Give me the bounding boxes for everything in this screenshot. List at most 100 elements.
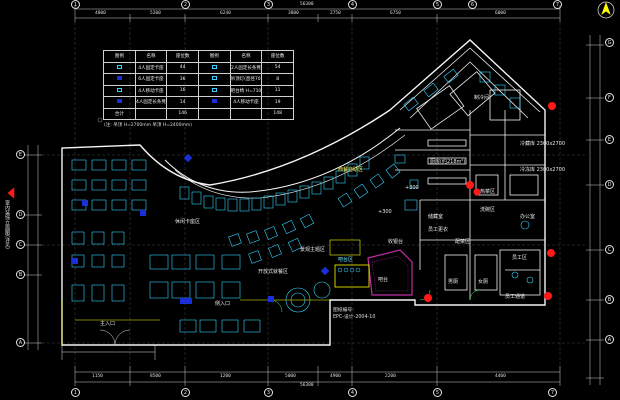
room-label: 热菜区	[480, 189, 496, 195]
bottom-overall-dimension: 56300	[300, 383, 314, 388]
top-dimension: 5200	[150, 11, 161, 16]
dimension-lines	[24, 5, 604, 386]
legend-note: (注: 吊顶 H=2700mm 吊顶 H=2400mm)	[104, 123, 192, 128]
axis-bubble: 3	[264, 0, 273, 9]
title-block: 图纸编号: EPC-设计-2004-10	[333, 307, 375, 321]
legend-cell: 吧台椅 H=710mm	[229, 84, 263, 97]
legend-cell: 148	[261, 107, 294, 120]
bar-area	[334, 249, 413, 296]
axis-bubble: B	[605, 295, 614, 304]
legend-cell: 16	[166, 84, 199, 97]
room-label: 员工更衣	[428, 227, 449, 233]
entrance-hatching	[61, 329, 156, 360]
axis-bubble: 3	[264, 388, 273, 397]
legend-row: 4人移动卡座 16 吧台椅 H=710mm 11	[103, 84, 294, 97]
axis-bubble: E	[605, 135, 614, 144]
axis-bubble: C	[16, 240, 25, 249]
title-line: 图纸编号:	[333, 308, 354, 313]
legend-header: 座位数	[261, 50, 294, 63]
legend-cell: 54	[261, 61, 294, 74]
axis-bubble: 1	[71, 388, 80, 397]
top-dimension: 3800	[288, 11, 299, 16]
legend-cell: 吊顶灯(直径70mm)	[229, 73, 263, 86]
axis-bubble: 2	[181, 0, 190, 9]
top-overall-dimension: 56300	[300, 2, 314, 7]
axis-bubble: E	[16, 150, 25, 159]
room-label: 储藏室	[428, 214, 444, 220]
axis-bubble: F	[605, 93, 614, 102]
legend-cell: 4人移动卡座	[134, 84, 168, 97]
axis-bubble: 5	[433, 388, 442, 397]
legend-cell	[197, 107, 231, 120]
legend-header-row: 图例 名称 座位数 图例 名称 座位数	[103, 50, 294, 63]
dining-tables-left	[71, 159, 261, 333]
bottom-dimension: 1200	[220, 374, 231, 379]
legend-cell: 146	[166, 107, 199, 120]
legend-cell: 4人固定长条凳	[134, 96, 168, 109]
bottom-dimension: 4900	[330, 374, 341, 379]
yellow-highlights	[61, 239, 361, 345]
zone-label: 休闲卡座区	[175, 219, 201, 225]
legend-swatch	[197, 96, 231, 109]
axis-bubble: B	[16, 270, 25, 279]
north-arrow	[597, 1, 615, 19]
legend-cell: 8	[261, 73, 294, 86]
kitchen-equipment	[394, 68, 534, 284]
room-label: 办公室	[520, 214, 536, 220]
building-outline	[61, 39, 546, 346]
legend-swatch	[103, 84, 136, 97]
legend-header: 图例	[197, 50, 231, 63]
legend-cell: 44	[166, 61, 199, 74]
room-label: 厨房(约218m²)	[430, 159, 466, 165]
axis-bubble: 4	[348, 0, 357, 9]
top-dimension: 4800	[95, 11, 106, 16]
legend-row: 6人固定卡座 36 吊顶灯(直径70mm) 8	[103, 73, 294, 86]
legend-total-row: 合计 146 148	[103, 107, 294, 120]
axis-bubble: 2	[181, 388, 190, 397]
top-dimension: 6240	[220, 11, 231, 16]
legend-cell: 19	[261, 96, 294, 109]
axis-bubble: 6	[468, 0, 477, 9]
room-label: 洗碗区	[480, 207, 496, 213]
zone-label: 开放式就餐区	[258, 269, 289, 275]
room-label: 冷藏库 2300x2700	[520, 141, 565, 147]
legend-header: 座位数	[166, 50, 199, 63]
legend-header: 名称	[229, 50, 263, 63]
legend-cell: 合计	[103, 107, 136, 120]
seating-legend-table: 图例 名称 座位数 图例 名称 座位数 4人固定卡座 44 2人固定长条凳 54…	[103, 50, 294, 120]
legend-swatch	[197, 61, 231, 74]
room-label: 男厕	[448, 279, 459, 285]
red-markers	[424, 102, 556, 302]
axis-bubble: D	[605, 180, 614, 189]
legend-cell: 11	[261, 84, 294, 97]
legend-cell: 36	[166, 73, 199, 86]
legend-cell	[134, 107, 168, 120]
bottom-dimension: 8500	[150, 374, 161, 379]
top-dimension: 6000	[495, 11, 506, 16]
blue-markers	[72, 153, 330, 304]
legend-cell	[229, 107, 263, 120]
bottom-dimension: 5000	[285, 374, 296, 379]
top-dimension: 6750	[390, 11, 401, 16]
bottom-dimension: 2200	[385, 374, 396, 379]
axis-bubble: 7	[548, 388, 557, 397]
legend-cell: 4人移动卡座	[229, 96, 263, 109]
zone-label: 吧台区	[338, 257, 354, 263]
left-side-label: 室内装饰立面图(详见)	[4, 200, 10, 249]
axis-bubble: 7	[553, 0, 562, 9]
legend-cell: 4人固定卡座	[134, 61, 168, 74]
zone-label: 吧台	[378, 277, 389, 283]
legend-swatch	[103, 61, 136, 74]
axis-bubble: A	[16, 338, 25, 347]
top-dimension: 2750	[330, 11, 341, 16]
legend-swatch	[197, 73, 231, 86]
elevation-label: +300	[405, 185, 419, 191]
kitchen-walls	[395, 47, 545, 300]
room-label: 冷冻库 2300x2700	[520, 167, 565, 173]
axis-bubble: G	[605, 38, 614, 47]
legend-swatch	[197, 84, 231, 97]
legend-cell: 6人固定卡座	[134, 73, 168, 86]
legend-swatch	[103, 96, 136, 109]
room-label: 员工通道	[505, 294, 526, 300]
